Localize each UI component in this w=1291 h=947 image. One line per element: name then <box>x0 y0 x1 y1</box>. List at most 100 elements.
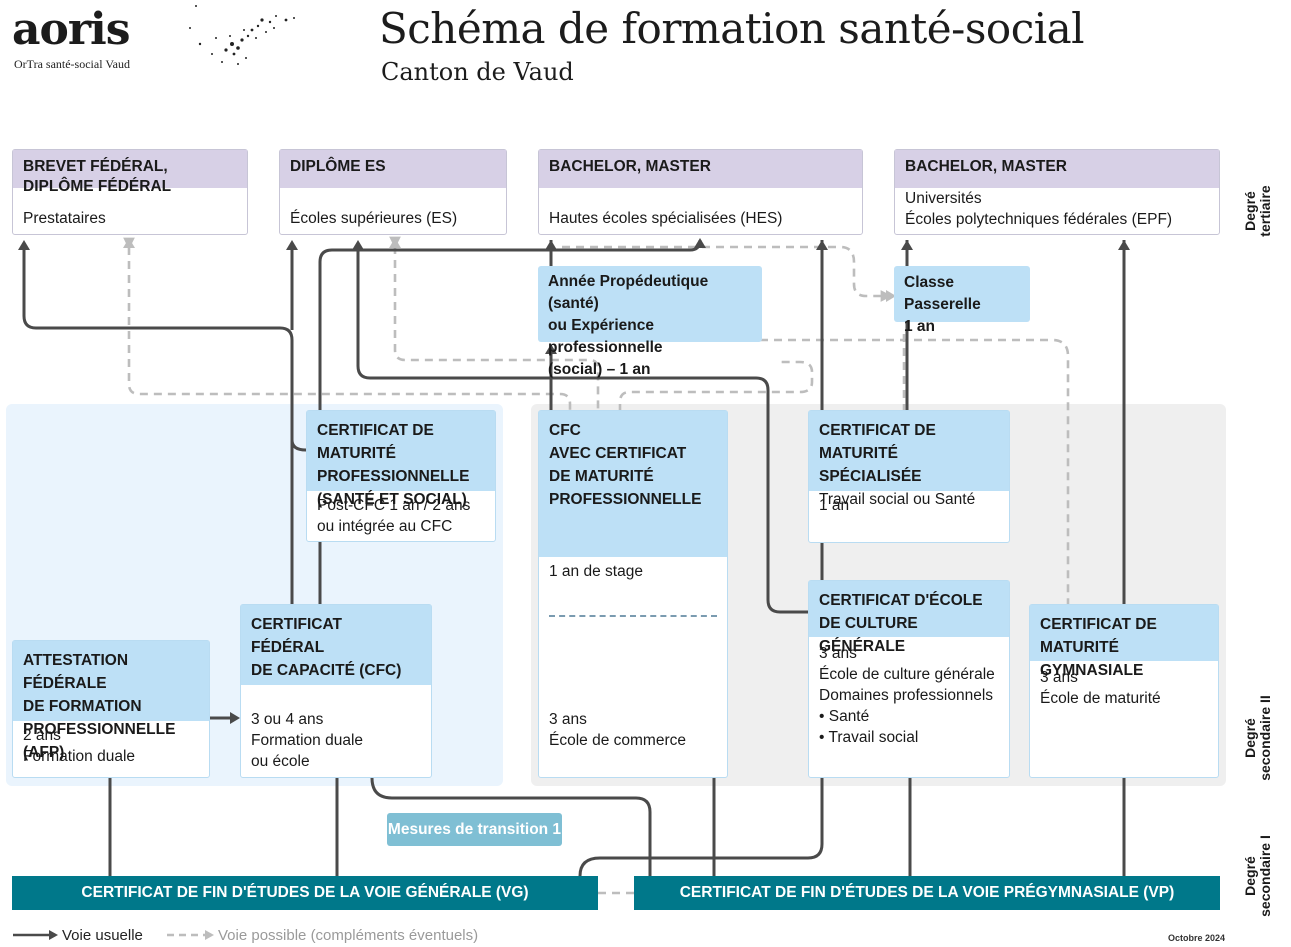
cfc-cmp-body-line-1: 3 ans <box>549 711 587 728</box>
cms-title-line-2: SPÉCIALISÉE <box>819 468 922 485</box>
cmp-title-line-3: (SANTÉ ET SOCIAL) <box>317 491 467 508</box>
cfc-body-line-1: 3 ou 4 ans <box>251 711 324 728</box>
cmp-title-line-2: PROFESSIONNELLE <box>317 468 470 485</box>
logo-subtitle: OrTra santé-social Vaud <box>14 57 130 71</box>
afp-body-line-2: Formation duale <box>23 748 136 765</box>
legend-voie-possible: Voie possible (compléments éventuels) <box>218 927 479 944</box>
box-hes-body: Hautes écoles spécialisées (HES) <box>549 210 783 227</box>
degre-secondaire2-line-2: secondaire II <box>1257 695 1273 781</box>
degre-tertiaire-line-1: Degré <box>1242 191 1258 231</box>
box-es-body: Écoles supérieures (ES) <box>290 210 458 227</box>
gym-title-line-2: MATURITÉ GYMNASIALE <box>1040 639 1144 679</box>
passerelle-line-1: Classe Passerelle <box>904 274 981 313</box>
cms-title-line-1: CERTIFICAT DE MATURITÉ <box>819 422 936 462</box>
box-brevet-body: Prestataires <box>23 210 106 227</box>
cfc-cmp-stage: 1 an de stage <box>549 563 643 580</box>
cfc-body-line-2: Formation duale <box>251 732 364 749</box>
box-mesures-transition: Mesures de transition 1 <box>387 813 562 846</box>
cms-subtitle: Travail social ou Santé <box>819 491 976 508</box>
ecg-body-line-3: Domaines professionnels <box>819 687 994 704</box>
box-uni-body: Universités Écoles polytechniques fédéra… <box>905 188 1213 230</box>
propedeutique-line-2: ou Expérience professionnelle <box>548 317 663 356</box>
cfc-body: 3 ou 4 ans Formation duale ou école <box>251 709 425 772</box>
cfc-cmp-body-line-2: École de commerce <box>549 732 686 749</box>
box-propedeutique: Année Propédeutique (santé) ou Expérienc… <box>538 266 762 378</box>
cms-title: CERTIFICAT DE MATURITÉ SPÉCIALISÉE Trava… <box>809 411 1009 508</box>
ecg-title-line-1: CERTIFICAT D'ÉCOLE <box>819 592 983 609</box>
cmp-title: CERTIFICAT DE MATURITÉ PROFESSIONNELLE (… <box>307 411 495 508</box>
box-hes: BACHELOR, MASTER Hautes écoles spécialis… <box>538 149 863 235</box>
cfc-cmp-separator <box>549 615 717 617</box>
propedeutique-line-1: Année Propédeutique (santé) <box>548 273 709 312</box>
cms-body: 1 an <box>819 497 850 514</box>
box-passerelle: Classe Passerelle 1 an <box>894 266 1030 335</box>
box-hes-title: BACHELOR, MASTER <box>539 150 862 188</box>
date-label: Octobre 2024 <box>1168 933 1226 943</box>
cmp-body-line-2: ou intégrée au CFC <box>317 518 453 535</box>
label-degre-secondaire-2: Degré secondaire II <box>1242 678 1275 798</box>
box-maturite-specialisee: CERTIFICAT DE MATURITÉ SPÉCIALISÉE Trava… <box>808 410 1010 543</box>
box-uni-line-2: Écoles polytechniques fédérales (EPF) <box>905 211 1173 228</box>
gym-title-line-1: CERTIFICAT DE <box>1040 616 1157 633</box>
box-afp: ATTESTATION FÉDÉRALE DE FORMATION PROFES… <box>12 640 210 778</box>
ecg-body-line-5: • Travail social <box>819 729 919 746</box>
box-uni-title: BACHELOR, MASTER <box>895 150 1219 188</box>
legend-solid-arrow-icon <box>13 930 58 940</box>
gym-body-line-1: 3 ans <box>1040 669 1078 686</box>
degre-secondaire2-line-1: Degré <box>1242 718 1258 758</box>
cfc-cmp-title-line-2: AVEC CERTIFICAT <box>549 445 687 462</box>
box-es-title: DIPLÔME ES <box>280 150 506 188</box>
bar-voie-pregymnasiale: CERTIFICAT DE FIN D'ÉTUDES DE LA VOIE PR… <box>634 876 1220 910</box>
ecg-body-line-4: • Santé <box>819 708 870 725</box>
cfc-cmp-title-line-3: DE MATURITÉ <box>549 468 654 485</box>
cfc-title: CERTIFICAT FÉDÉRAL DE CAPACITÉ (CFC) <box>241 605 431 685</box>
aoris-logo: aoris <box>12 4 131 55</box>
cfc-cmp-title: CFC AVEC CERTIFICAT DE MATURITÉ PROFESSI… <box>539 411 727 557</box>
stars-decoration <box>189 5 295 65</box>
passerelle-line-2: 1 an <box>904 318 936 335</box>
label-degre-secondaire-1: Degré secondaire I <box>1242 816 1275 936</box>
cfc-cmp-title-line-4: PROFESSIONNELLE <box>549 491 702 508</box>
label-degre-tertiaire: Degré tertiaire <box>1242 166 1275 256</box>
box-brevet: BREVET FÉDÉRAL, DIPLÔME FÉDÉRAL Prestata… <box>12 149 248 235</box>
ecg-body-line-2: École de culture générale <box>819 666 995 683</box>
propedeutique-line-3: (social) – 1 an <box>548 361 651 378</box>
box-maturite-gymnasiale: CERTIFICAT DE MATURITÉ GYMNASIALE 3 ans … <box>1029 604 1219 778</box>
cfc-cmp-body: 3 ans École de commerce <box>549 709 721 751</box>
ecg-title: CERTIFICAT D'ÉCOLE DE CULTURE GÉNÉRALE <box>809 581 1009 655</box>
gym-body: 3 ans École de maturité <box>1040 667 1212 709</box>
gym-body-line-2: École de maturité <box>1040 690 1161 707</box>
box-maturite-professionnelle: CERTIFICAT DE MATURITÉ PROFESSIONNELLE (… <box>306 410 496 542</box>
afp-body: 2 ans Formation duale <box>23 725 203 767</box>
cfc-title-line-1: CERTIFICAT <box>251 616 342 633</box>
cmp-body-line-1: Post-CFC 1 an / 2 ans <box>317 497 471 514</box>
legend-dashed-arrow-icon <box>167 930 214 940</box>
degre-secondaire1-line-1: Degré <box>1242 856 1258 896</box>
box-diplome-es: DIPLÔME ES Écoles supérieures (ES) <box>279 149 507 235</box>
box-uni-line-1: Universités <box>905 190 982 207</box>
box-cfc: CERTIFICAT FÉDÉRAL DE CAPACITÉ (CFC) 3 o… <box>240 604 432 778</box>
cfc-title-line-2: FÉDÉRAL <box>251 639 325 656</box>
afp-title-line-2: DE FORMATION <box>23 698 142 715</box>
page-title: Schéma de formation santé-social <box>379 4 1085 53</box>
box-universites: BACHELOR, MASTER Universités Écoles poly… <box>894 149 1220 235</box>
cfc-body-line-3: ou école <box>251 753 310 770</box>
afp-body-line-1: 2 ans <box>23 727 61 744</box>
degre-secondaire1-line-2: secondaire I <box>1257 835 1273 917</box>
ecg-body-line-1: 3 ans <box>819 645 857 662</box>
ecg-body: 3 ans École de culture générale Domaines… <box>819 643 1003 748</box>
ecg-title-line-2: DE CULTURE GÉNÉRALE <box>819 615 918 655</box>
cmp-body: Post-CFC 1 an / 2 ans ou intégrée au CFC <box>317 495 489 537</box>
cfc-cmp-title-line-1: CFC <box>549 422 581 439</box>
cfc-title-line-3: DE CAPACITÉ (CFC) <box>251 662 402 679</box>
degre-tertiaire-line-2: tertiaire <box>1257 185 1273 237</box>
cmp-title-line-1: CERTIFICAT DE MATURITÉ <box>317 422 434 462</box>
afp-title-line-3: PROFESSIONNELLE (AFP) <box>23 721 176 761</box>
box-brevet-title: BREVET FÉDÉRAL, DIPLÔME FÉDÉRAL <box>13 150 247 195</box>
box-ecole-culture-generale: CERTIFICAT D'ÉCOLE DE CULTURE GÉNÉRALE 3… <box>808 580 1010 778</box>
gym-title: CERTIFICAT DE MATURITÉ GYMNASIALE <box>1030 605 1218 679</box>
afp-title: ATTESTATION FÉDÉRALE DE FORMATION PROFES… <box>13 641 209 761</box>
bar-voie-generale: CERTIFICAT DE FIN D'ÉTUDES DE LA VOIE GÉ… <box>12 876 598 910</box>
box-cfc-maturite: CFC AVEC CERTIFICAT DE MATURITÉ PROFESSI… <box>538 410 728 778</box>
